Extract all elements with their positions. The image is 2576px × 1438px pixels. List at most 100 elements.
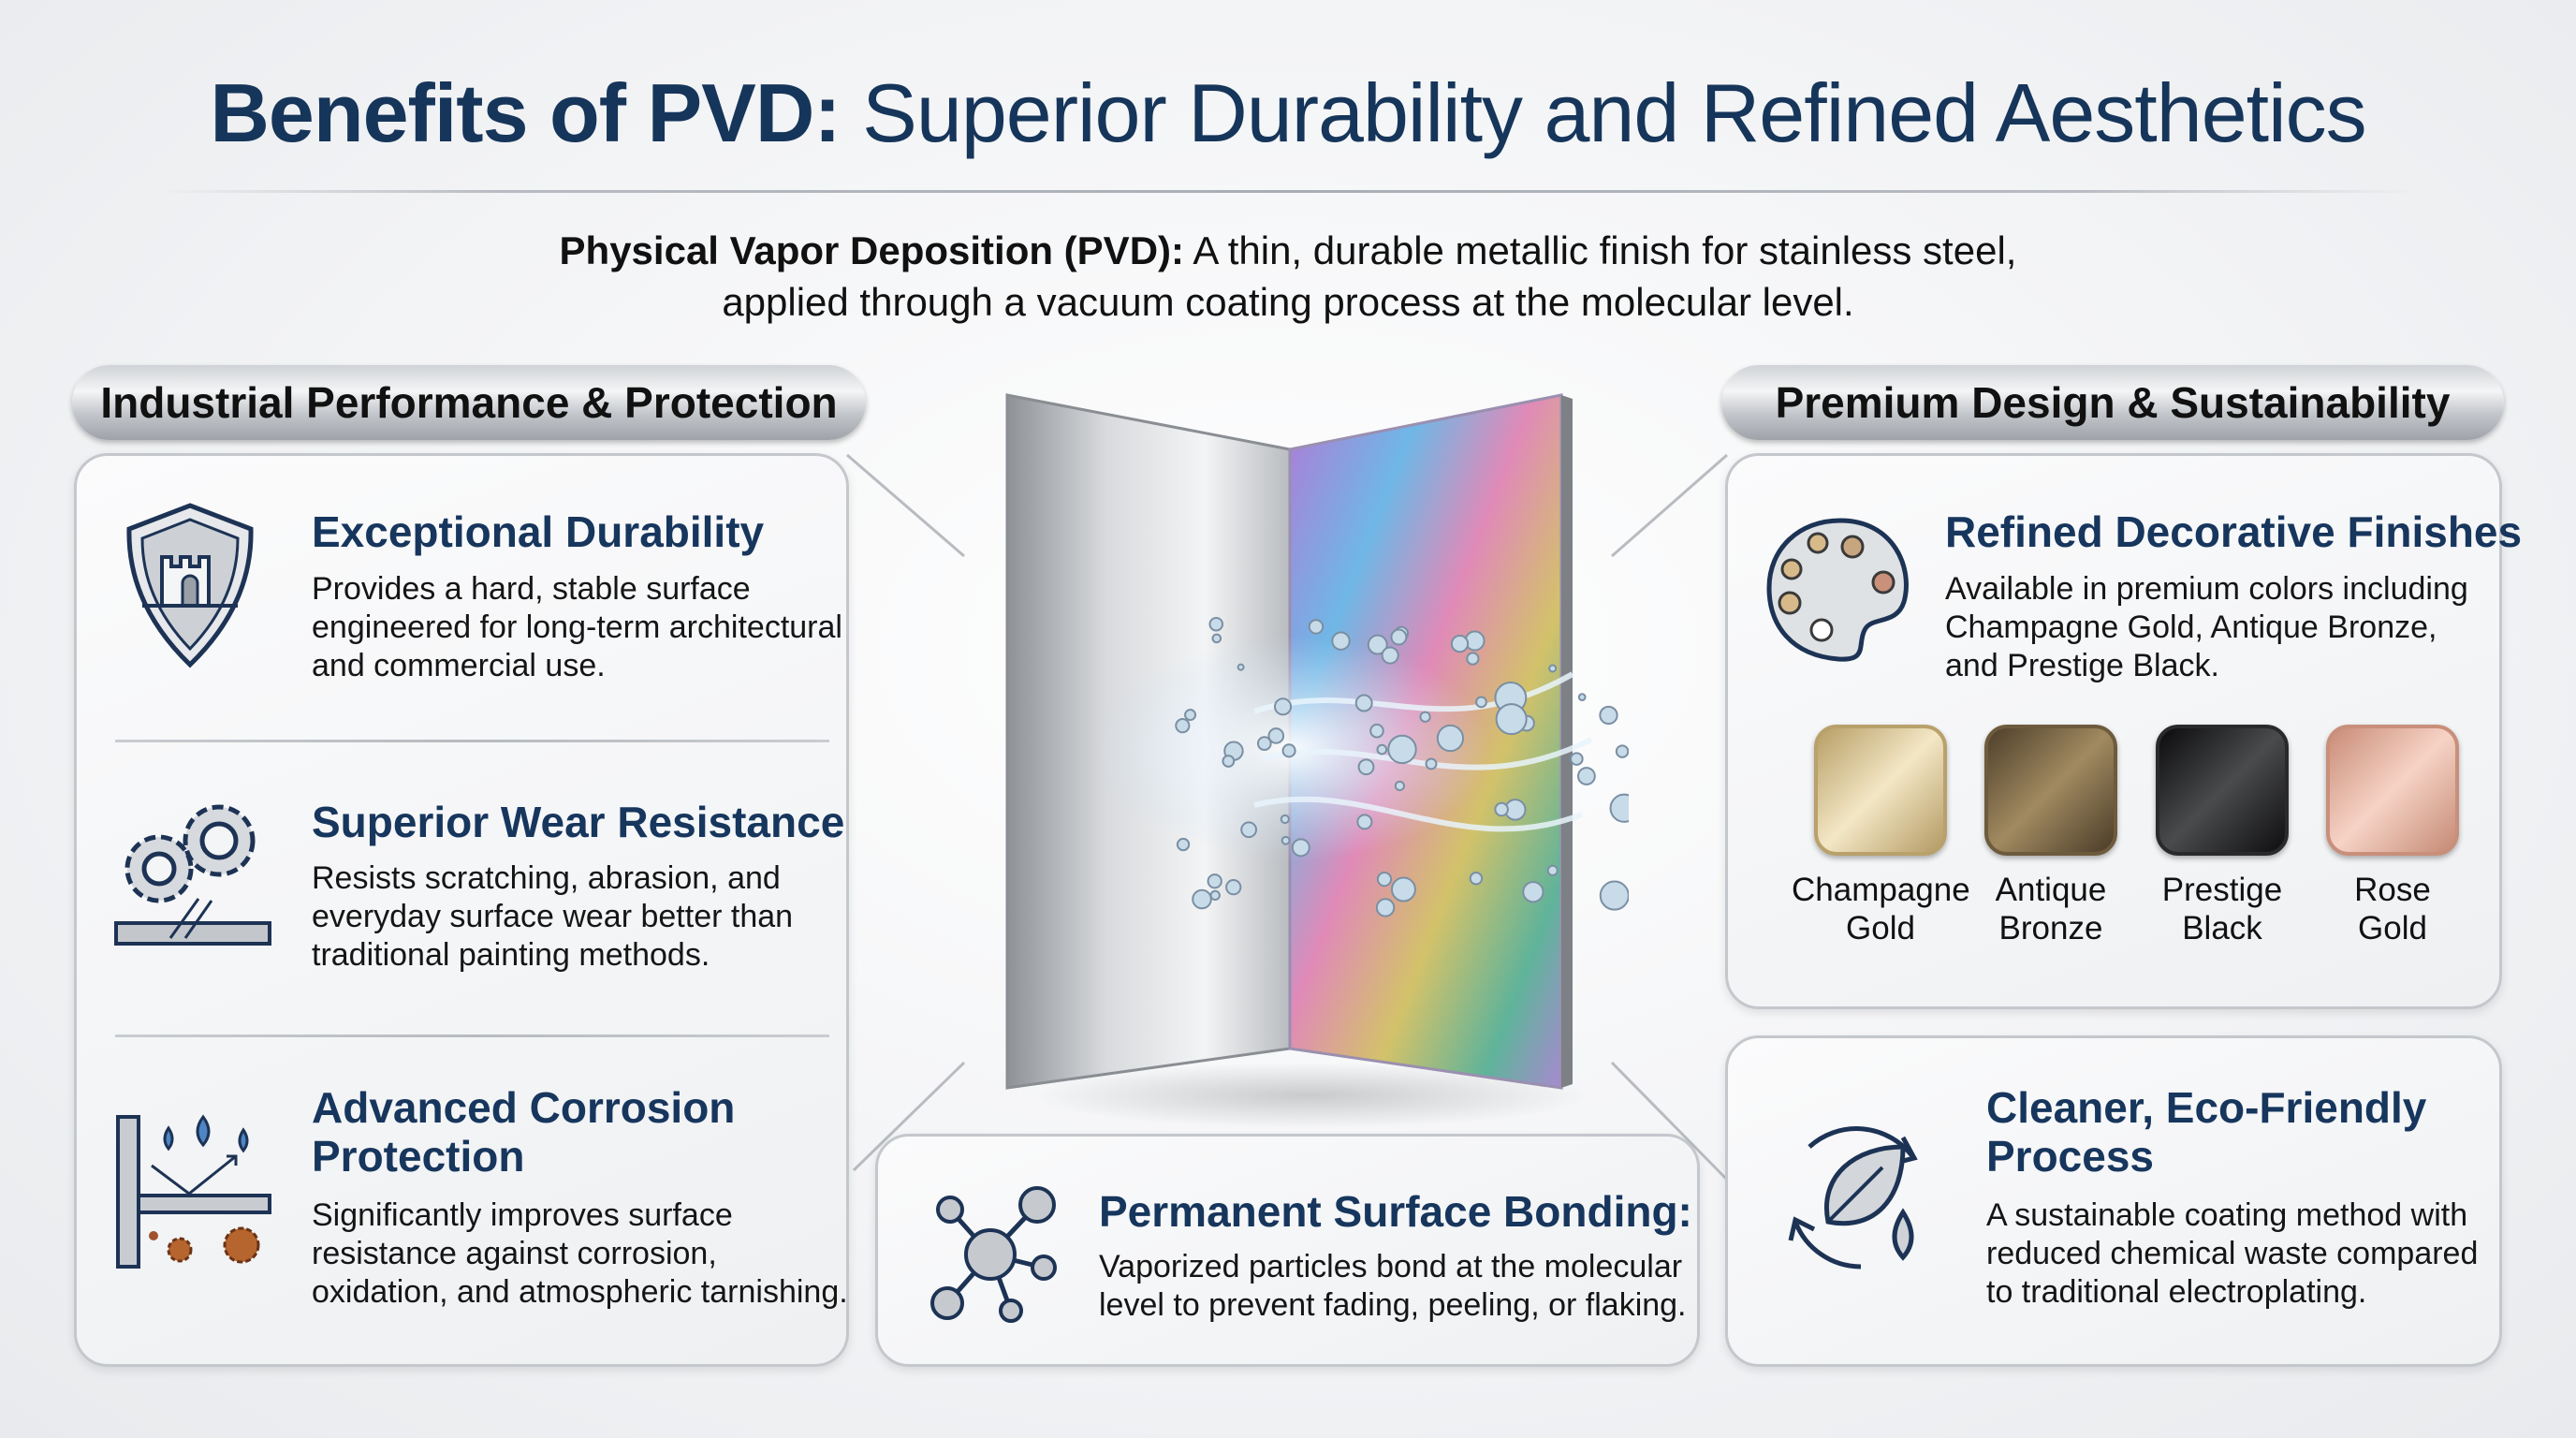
vapor-particle — [1394, 780, 1406, 792]
vapor-particle — [1184, 709, 1197, 722]
vapor-particle — [1375, 898, 1396, 917]
vapor-particle — [1331, 631, 1351, 651]
label-line: Gold — [2358, 910, 2427, 946]
subtitle-term: Physical Vapor Deposition (PVD): — [559, 228, 1184, 272]
page-title: Benefits of PVD: Superior Durability and… — [0, 66, 2576, 161]
vapor-particle — [1599, 705, 1618, 726]
title-rest: Superior Durability and Refined Aestheti… — [840, 66, 2366, 159]
subtitle-line2: applied through a vacuum coating process… — [722, 280, 1854, 324]
right-section-header: Premium Design & Sustainability — [1721, 365, 2504, 440]
vapor-particle — [1274, 697, 1293, 716]
vapor-particle — [1381, 646, 1399, 665]
title-line: Advanced Corrosion — [312, 1083, 736, 1132]
body-line: and Prestige Black. — [1945, 648, 2219, 683]
body-line: oxidation, and atmospheric tarnishing. — [312, 1274, 848, 1310]
vapor-particle — [1357, 758, 1375, 776]
body-line: engineered for long-term architectural — [312, 609, 842, 645]
vapor-particle — [1208, 616, 1224, 632]
vapor-particle — [1209, 889, 1221, 902]
vapor-particle — [1175, 718, 1191, 734]
label-line: Black — [2182, 910, 2262, 946]
vapor-particle — [1436, 724, 1465, 753]
vapor-particle — [1281, 835, 1291, 845]
vapor-particle — [1419, 711, 1431, 723]
finishes-title: Refined Decorative Finishes — [1945, 507, 2523, 556]
left-section-header: Industrial Performance & Protection — [72, 365, 866, 440]
center-body: Vaporized particles bond at the molecula… — [1099, 1248, 1687, 1325]
corrosion-shield-icon — [114, 1109, 273, 1278]
vapor-particle — [1376, 743, 1388, 756]
body-line: level to prevent fading, peeling, or fla… — [1099, 1287, 1687, 1323]
vapor-particle — [1494, 801, 1509, 817]
item-title-wear: Superior Wear Resistance — [312, 798, 845, 846]
title-divider — [159, 190, 2417, 193]
vapor-particle — [1280, 814, 1290, 825]
body-line: Resists scratching, abrasion, and — [312, 860, 781, 896]
vapor-particle — [1450, 634, 1470, 653]
vapor-particle — [1570, 752, 1584, 766]
vapor-particle — [1469, 872, 1484, 886]
vapor-particle — [1577, 693, 1587, 701]
title-line: Protection — [312, 1132, 525, 1181]
body-line: Available in premium colors including — [1945, 571, 2468, 607]
vapor-particle — [1548, 664, 1558, 673]
vapor-particle — [1495, 703, 1528, 736]
title-line: Cleaner, Eco-Friendly — [1986, 1083, 2427, 1132]
vapor-particle — [1281, 743, 1296, 758]
vapor-particle — [1192, 888, 1212, 910]
shield-castle-icon — [120, 501, 260, 669]
vapor-particle — [1211, 633, 1222, 644]
body-line: resistance against corrosion, — [312, 1236, 717, 1271]
vapor-particle — [1237, 663, 1245, 671]
eco-leaf-cycle-icon — [1772, 1109, 1940, 1283]
label-line: Prestige — [2161, 872, 2283, 908]
divider — [115, 1034, 829, 1037]
vapor-particle — [1466, 652, 1480, 666]
vapor-particle — [1256, 736, 1272, 752]
body-line: Champagne Gold, Antique Bronze, — [1945, 609, 2437, 645]
vapor-particle — [1225, 879, 1242, 896]
molecule-icon — [927, 1181, 1062, 1327]
vapor-particle — [1308, 619, 1325, 635]
vapor-particle — [1425, 757, 1438, 770]
vapor-particle — [1354, 694, 1373, 712]
vapor-particle — [1240, 821, 1258, 839]
palette-icon — [1764, 513, 1918, 668]
vapor-particle — [1356, 814, 1373, 830]
vapor-particle — [1475, 696, 1487, 709]
body-line: and commercial use. — [312, 648, 606, 683]
vapor-particle — [1222, 755, 1236, 768]
body-line: A sustainable coating method with — [1986, 1197, 2468, 1233]
label-line: Gold — [1846, 910, 1915, 946]
vapor-particle — [1267, 727, 1285, 744]
vapor-particle — [1387, 734, 1417, 765]
divider — [115, 740, 829, 742]
pvd-metal-panel-illustration — [1005, 393, 1629, 1128]
vapor-particle — [1390, 628, 1408, 646]
vapor-particle — [1376, 872, 1393, 888]
vapor-particle — [1546, 864, 1559, 876]
body-line: Provides a hard, stable surface — [312, 571, 751, 607]
vapor-particle — [1522, 881, 1544, 903]
body-line: reduced chemical waste compared — [1986, 1236, 2479, 1271]
item-title-durability: Exceptional Durability — [312, 507, 765, 556]
vapor-particle — [1291, 838, 1310, 858]
label-line: Antique — [1995, 872, 2107, 908]
label-line: Rose — [2354, 872, 2431, 908]
vapor-particle — [1609, 793, 1629, 823]
swatch-rose-gold — [2326, 725, 2459, 856]
gears-scratch-icon — [114, 796, 273, 955]
vapor-particle — [1369, 723, 1384, 739]
body-line: traditional painting methods. — [312, 937, 710, 973]
label-line: Champagne — [1792, 872, 1970, 908]
label-line: Bronze — [1998, 910, 2103, 946]
